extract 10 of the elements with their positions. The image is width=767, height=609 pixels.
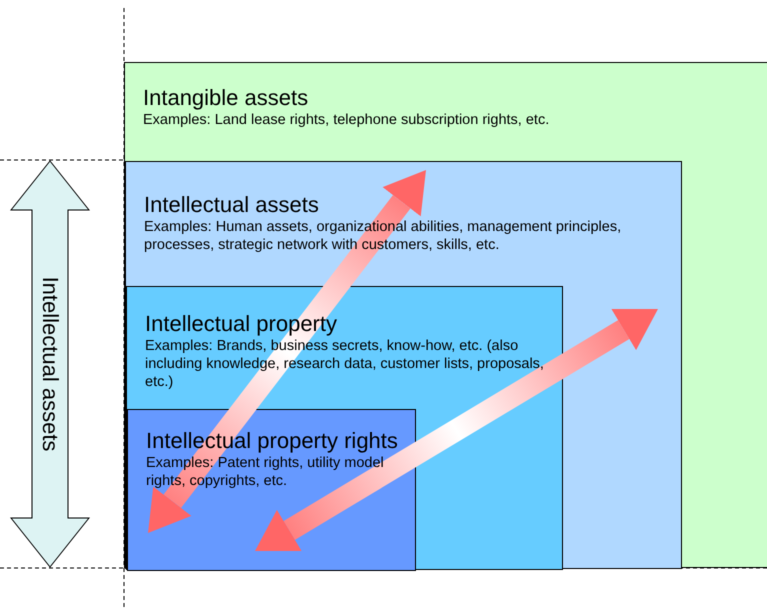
box-heading: Intellectual assets	[144, 192, 320, 218]
arrow-label: Intellectual assets	[37, 276, 63, 452]
category-box	[125, 161, 682, 569]
box-heading: Intangible assets	[143, 85, 310, 111]
examples-text: Examples: Human assets, organizational abilities, management principles, processes, strategic network with customers, skills, etc.	[144, 218, 622, 254]
double-arrow	[148, 170, 426, 533]
double-arrow	[255, 309, 658, 551]
category-box	[124, 62, 767, 568]
examples-text: Examples: Land lease rights, telephone subscription rights, etc.	[143, 111, 550, 129]
double-arrow-shape	[10, 160, 90, 568]
